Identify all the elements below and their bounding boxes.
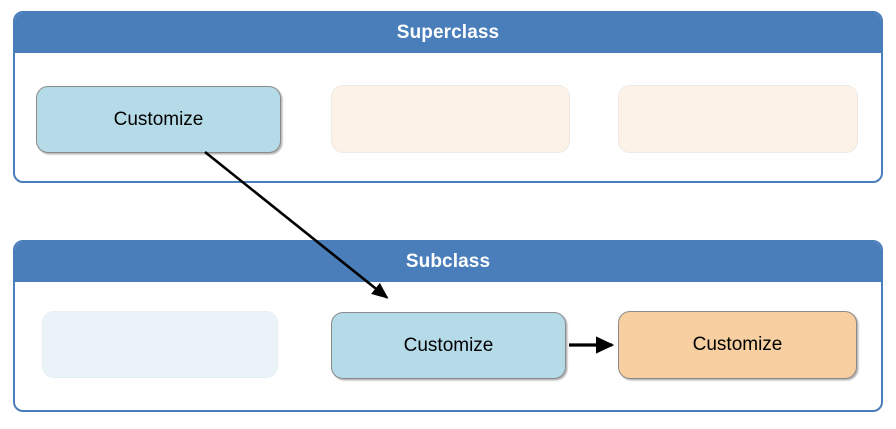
subclass-method-customize-orange[interactable]: Customize: [618, 311, 857, 379]
subclass-method-placeholder-1[interactable]: [42, 311, 278, 378]
superclass-method-customize[interactable]: Customize: [36, 86, 281, 153]
superclass-method-customize-label: Customize: [113, 108, 204, 130]
subclass-header: Subclass: [15, 242, 881, 282]
superclass-header: Superclass: [15, 13, 881, 53]
subclass-method-customize-blue-label: Customize: [403, 334, 494, 356]
subclass-method-customize-orange-label: Customize: [692, 334, 783, 355]
superclass-method-placeholder-2[interactable]: [618, 85, 858, 153]
subclass-method-customize-blue[interactable]: Customize: [331, 312, 566, 379]
superclass-method-placeholder-1[interactable]: [331, 85, 570, 153]
